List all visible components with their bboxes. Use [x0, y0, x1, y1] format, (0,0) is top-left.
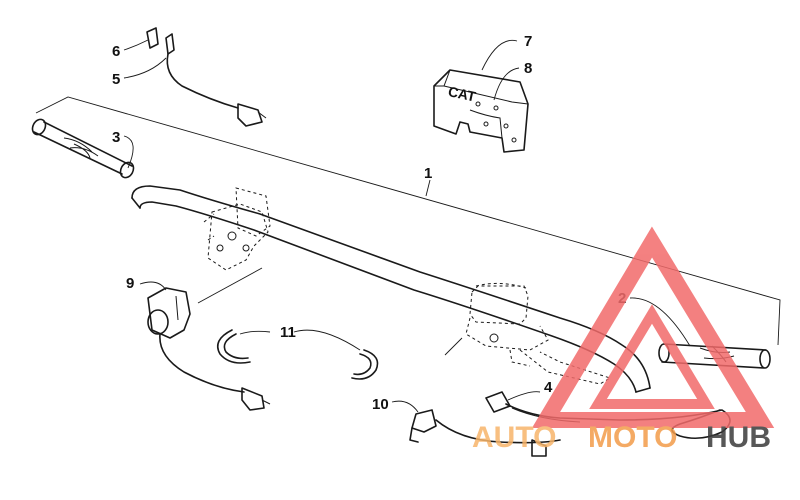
watermark-text-moto: MOTO: [588, 421, 677, 454]
callout-7: 7: [524, 33, 532, 50]
leader-lines: [123, 39, 691, 413]
watermark-text-auto: AUTO: [472, 421, 556, 454]
callout-1: 1: [424, 165, 432, 182]
callout-9: 9: [126, 275, 134, 292]
sensor-harness: [409, 409, 561, 457]
hand-pad: CAT: [433, 69, 529, 153]
watermark-text-hub: HUB: [706, 421, 771, 454]
assembly-bracket: [35, 96, 781, 356]
callout-4: 4: [544, 379, 553, 396]
handlebar: [131, 185, 651, 393]
watermark-inner-triangle-icon: [589, 304, 715, 409]
left-switch-housing: [203, 187, 271, 271]
brake-master-cylinder: [465, 282, 612, 385]
grip-heater-wire: [146, 27, 267, 127]
callout-6: 6: [112, 43, 120, 60]
callout-10: 10: [372, 396, 389, 413]
callout-3: 3: [112, 129, 120, 146]
grip-left: [31, 118, 135, 179]
pad-logo: CAT: [447, 83, 478, 105]
callout-11: 11: [280, 324, 296, 341]
throttle-switch: [147, 287, 271, 411]
watermark-triangle-icon: [531, 226, 775, 428]
watermark-logo: AUTO MOTO HUB: [472, 226, 775, 454]
callout-5: 5: [112, 71, 120, 88]
callout-8: 8: [524, 60, 532, 77]
callout-labels: 1 2 3 4 5 6 7 8 9 10 11: [112, 33, 626, 413]
retaining-clips: [216, 329, 379, 380]
